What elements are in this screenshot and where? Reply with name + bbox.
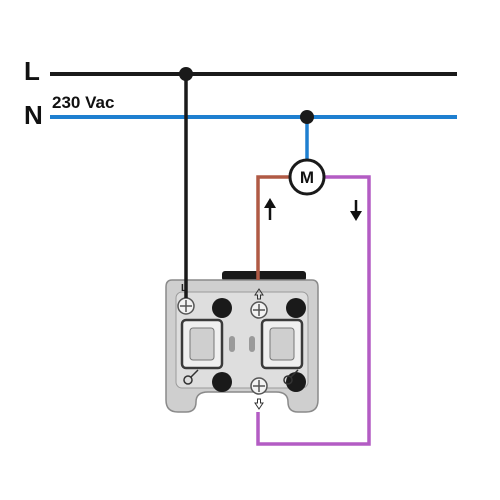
neutral-junction-dot	[300, 110, 314, 124]
voltage-label: 230 Vac	[52, 93, 114, 112]
screw-terminal-live	[177, 297, 195, 315]
neutral-label: N	[24, 100, 43, 130]
live-label: L	[24, 56, 40, 86]
clamp-left-inner	[189, 327, 215, 361]
switch-module: L	[165, 271, 319, 413]
terminal-up-mark-icon	[254, 288, 264, 300]
terminal-down-mark-icon	[254, 398, 264, 410]
hole-bottom-left	[212, 372, 232, 392]
motor-symbol: M	[288, 158, 326, 196]
down-wire	[256, 175, 371, 446]
screw-terminal-down	[250, 377, 268, 395]
pivot-left	[229, 336, 235, 352]
wires	[50, 67, 457, 446]
switch-top-bar	[222, 271, 306, 281]
arrow-down-icon	[350, 200, 362, 221]
hole-top-right	[286, 298, 306, 318]
arrow-up-icon	[264, 198, 276, 220]
switch-terminal-label: L	[181, 283, 187, 294]
pivot-right	[249, 336, 255, 352]
key-icon-right	[283, 369, 299, 385]
up-wire	[256, 175, 290, 280]
hole-top-left	[212, 298, 232, 318]
key-icon-left	[183, 369, 199, 385]
clamp-right-inner	[269, 327, 295, 361]
motor-label: M	[300, 168, 314, 187]
screw-terminal-up	[250, 301, 268, 319]
hole-bottom-right	[286, 372, 306, 392]
live-junction-dot	[179, 67, 193, 81]
